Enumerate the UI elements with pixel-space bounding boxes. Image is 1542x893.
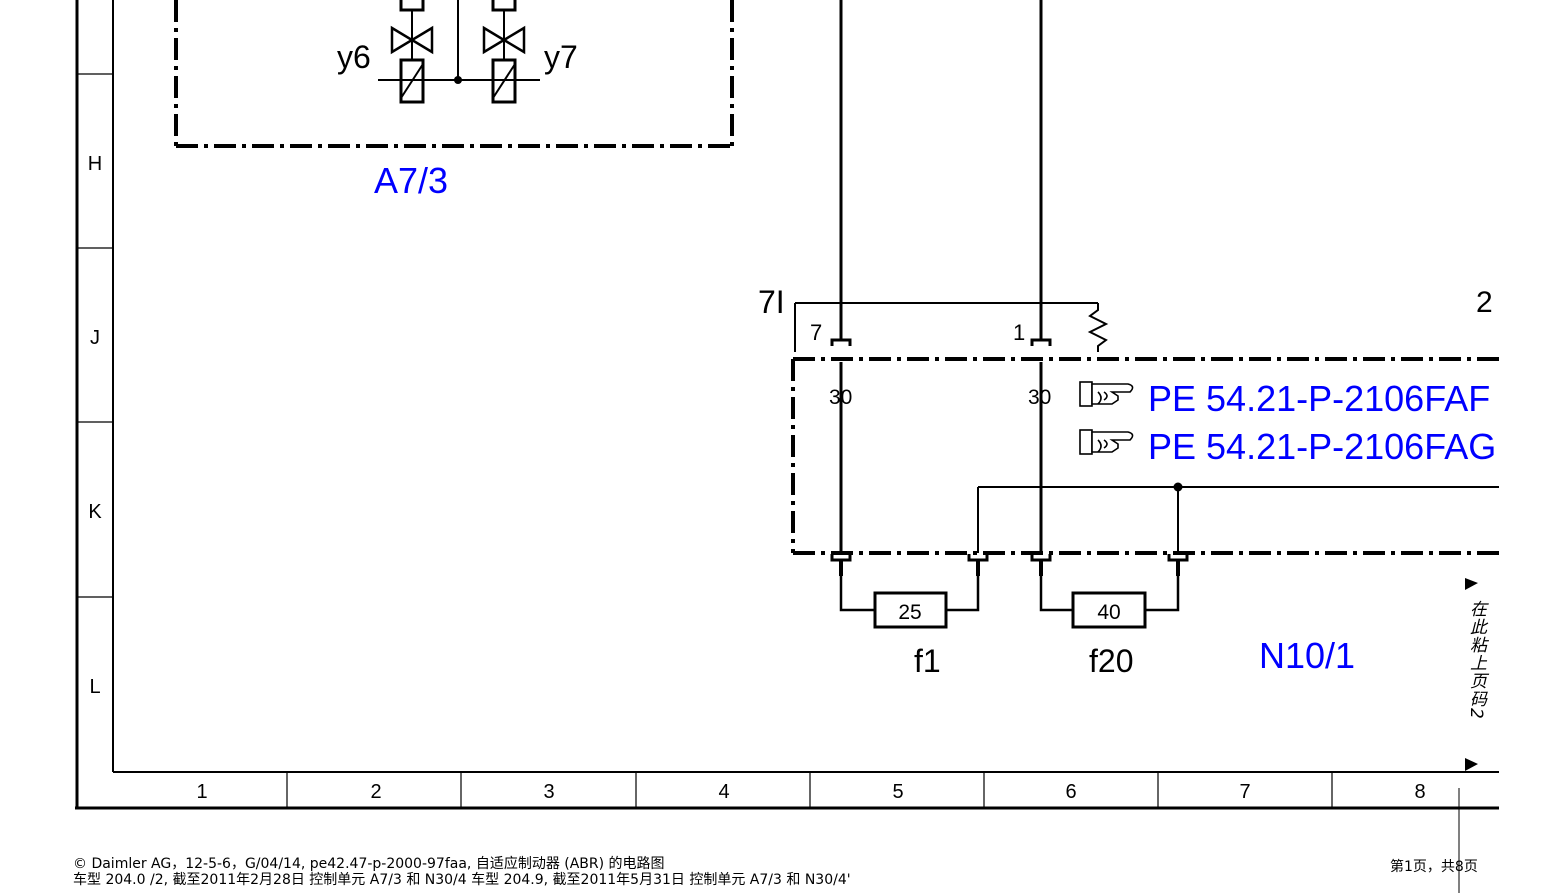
marker-triangle-top [1465, 578, 1478, 590]
col-label-1: 1 [196, 781, 207, 803]
ground-label: 7I [758, 284, 785, 320]
reference-link-2[interactable]: PE 54.21-P-2106FAG [1148, 426, 1496, 467]
col-label-7: 7 [1239, 781, 1250, 803]
pointing-hand-icon [1079, 381, 1134, 407]
fuse-f1-symbol: 25 [873, 591, 948, 629]
row-labels: H J K L [88, 153, 103, 698]
col-label-4: 4 [718, 781, 729, 803]
reference-link-1[interactable]: PE 54.21-P-2106FAF [1148, 378, 1490, 419]
fuse-f1-label: f1 [914, 643, 941, 679]
shield-wire [794, 302, 1109, 352]
valve-assembly [378, 0, 540, 104]
footer-line-2: 车型 204.0 /2, 截至2011年2月28日 控制单元 A7/3 和 N3… [73, 872, 851, 888]
a7-3-module-box [174, 0, 734, 148]
edge-number: 2 [1476, 286, 1493, 319]
footer-line-1: © Daimler AG，12-5-6，G/04/14, pe42.47-p-2… [73, 856, 665, 872]
col-label-8: 8 [1414, 781, 1425, 803]
a7-3-label: A7/3 [374, 160, 448, 201]
fuse-f20-symbol: 40 [1071, 591, 1147, 629]
row-label-l: L [89, 676, 100, 698]
footer-copyright: © Daimler AG，12-5-6，G/04/14, pe42.47-p-2… [73, 856, 851, 888]
paste-marker [1465, 578, 1478, 771]
reference-row-2[interactable]: PE 54.21-P-2106FAG [1079, 426, 1496, 467]
main-wires [839, 0, 1043, 553]
top-connector-pins [830, 338, 1052, 346]
valve-y7-label: y7 [544, 39, 578, 75]
fuse-f20-label: f20 [1089, 643, 1133, 679]
internal-bus-wire [977, 486, 1499, 553]
fuse-wiring [839, 560, 1180, 612]
row-label-k: K [88, 501, 102, 523]
row-label-j: J [90, 327, 100, 349]
terminal-label-right: 30 [1028, 386, 1051, 409]
valve-y6-label: y6 [337, 39, 371, 75]
row-label-h: H [88, 153, 102, 175]
column-labels: 1 2 3 4 5 6 7 8 [196, 781, 1425, 803]
valve-y6-symbol [390, 10, 434, 104]
col-label-2: 2 [370, 781, 381, 803]
pin-label-left: 7 [810, 320, 822, 345]
n10-1-module-box [791, 357, 1499, 555]
pointing-hand-icon [1079, 429, 1134, 455]
col-label-3: 3 [543, 781, 554, 803]
junction-dot [1173, 482, 1183, 492]
reference-row-1[interactable]: PE 54.21-P-2106FAF [1079, 378, 1490, 419]
paste-page-note: 在此粘上页码2 [1466, 600, 1486, 720]
fuse-f20-rating: 40 [1097, 601, 1120, 624]
pin-label-right: 1 [1013, 320, 1025, 345]
fuse-f1-rating: 25 [898, 601, 921, 624]
col-label-6: 6 [1065, 781, 1076, 803]
drawing-frame [75, 0, 1499, 893]
terminal-label-left: 30 [829, 386, 852, 409]
n10-1-label: N10/1 [1259, 635, 1355, 676]
page-indicator: 第1页，共8页 [1390, 859, 1478, 875]
col-label-5: 5 [892, 781, 903, 803]
marker-triangle-bottom [1465, 758, 1478, 771]
valve-y7-symbol [482, 10, 526, 104]
